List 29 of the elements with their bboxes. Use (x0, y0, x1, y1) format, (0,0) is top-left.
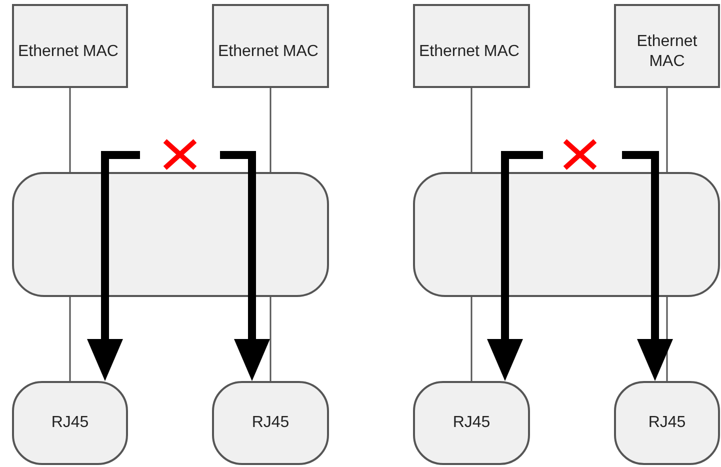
connector-line (470, 88, 472, 172)
port-box (212, 381, 329, 465)
switch-box (12, 172, 329, 297)
connector-line (470, 297, 472, 381)
node-label: RJ45 (250, 413, 290, 433)
arrow (87, 151, 140, 381)
node-label: Ethernet MAC (217, 42, 320, 62)
connector-line (270, 297, 272, 381)
mac-box (614, 4, 720, 88)
connector-line (666, 88, 668, 172)
node-label: RJ45 (647, 413, 687, 433)
node-label: Ethernet MAC (17, 42, 120, 62)
node-label: Ethernet MAC (636, 32, 698, 72)
arrow (220, 151, 270, 381)
arrow (487, 151, 543, 381)
mac-box (413, 4, 530, 88)
arrow (622, 151, 673, 381)
mac-box (12, 4, 128, 88)
connector-line (69, 88, 71, 172)
switch-box (413, 172, 720, 297)
node-label: Ethernet MAC (418, 42, 520, 62)
mac-box (212, 4, 329, 88)
node-label: RJ45 (50, 413, 90, 433)
connector-line (69, 297, 71, 381)
node-label: RJ45 (452, 413, 492, 433)
port-box (614, 381, 720, 465)
connector-line (270, 88, 272, 172)
port-box (12, 381, 128, 465)
port-box (413, 381, 530, 465)
